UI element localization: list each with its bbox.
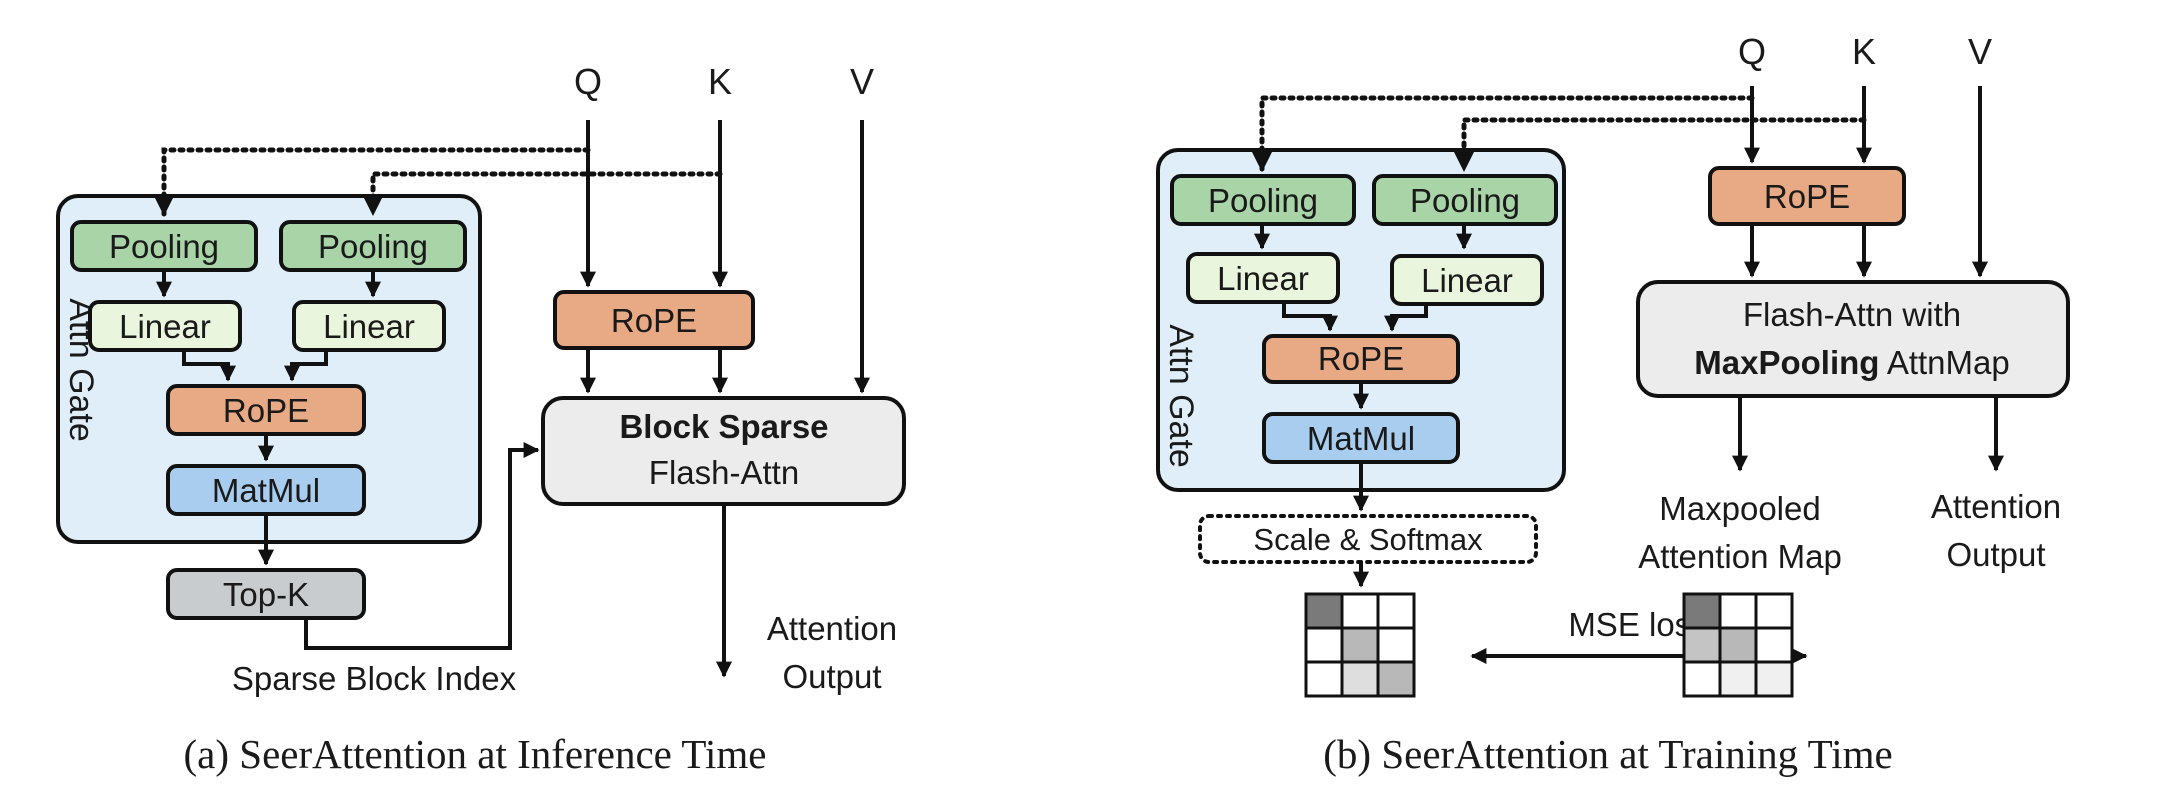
input-q-a: Q <box>574 61 602 102</box>
flash-attn-line1-b: Flash-Attn with <box>1743 296 1961 333</box>
topk-label-a: Top-K <box>223 576 309 613</box>
gate-matrix-cell <box>1340 592 1380 630</box>
input-k-a: K <box>708 61 732 102</box>
linear-right-label-a: Linear <box>323 308 415 345</box>
pooling-left-label-b: Pooling <box>1208 182 1318 219</box>
maxpool-matrix-cell <box>1682 592 1722 630</box>
gate-attention-matrix <box>1304 592 1416 698</box>
gate-matrix-cell <box>1376 660 1416 698</box>
maxpool-matrix-cell <box>1682 660 1722 698</box>
maxpool-matrix-cell <box>1754 592 1794 630</box>
linear-left-box-b <box>1186 252 1340 304</box>
input-q-b: Q <box>1738 31 1766 72</box>
rope-box-b <box>1708 166 1906 226</box>
arrow-linear-right-to-rope-a <box>284 350 328 382</box>
sparse-block-index-label-a: Sparse Block Index <box>232 660 517 697</box>
maxpool-matrix-cell <box>1718 660 1758 698</box>
input-v-a: V <box>850 61 874 102</box>
rope-box-a <box>553 290 755 350</box>
attention-output-line1-a: Attention <box>767 610 897 647</box>
gate-rope-label-a: RoPE <box>223 392 309 429</box>
flash-attn-line2-bold-b: MaxPooling <box>1694 344 1879 381</box>
gate-matrix-cell <box>1376 626 1416 664</box>
dotted-q-to-pool-left-b <box>1252 95 1755 173</box>
panel-a: Attn Gate Q K V Pooling Pooling Linear L… <box>56 61 906 777</box>
gate-matrix-cell <box>1304 592 1344 630</box>
attn-gate-label-b: Attn Gate <box>1162 324 1200 468</box>
topk-box-a <box>166 568 366 620</box>
gate-matrix-cell <box>1340 626 1380 664</box>
dotted-k-to-pool-right-b <box>1454 117 1867 173</box>
input-v-b: V <box>1968 31 1992 72</box>
flash-attn-box-b <box>1636 280 2070 398</box>
gate-matrix-cell <box>1304 660 1344 698</box>
maxpool-matrix-cell <box>1718 626 1758 664</box>
panel-b: Attn Gate Q K V Pooling Pooling Linear L… <box>1156 31 2070 777</box>
maxpooled-line1-b: Maxpooled <box>1659 490 1820 527</box>
input-k-b: K <box>1852 31 1876 72</box>
maxpool-matrix-cell <box>1754 626 1794 664</box>
gate-matrix-cell <box>1304 626 1344 664</box>
flash-attn-line2-a: Flash-Attn <box>649 454 799 491</box>
maxpool-matrix-cell <box>1754 660 1794 698</box>
dotted-q-to-pool-left-a <box>154 147 591 217</box>
linear-left-box-a <box>88 300 242 352</box>
caption-a: (a) SeerAttention at Inference Time <box>184 731 767 777</box>
matmul-label-b: MatMul <box>1307 420 1415 457</box>
flash-attn-line2-b: MaxPooling AttnMap <box>1694 344 2009 381</box>
softmax-box-b <box>1198 514 1538 564</box>
softmax-label-b: Scale & Softmax <box>1253 522 1483 557</box>
arrow-linear-right-to-rope-b <box>1384 304 1428 332</box>
attention-output-line1-b: Attention <box>1931 488 2061 525</box>
arrow-linear-left-to-rope-b <box>1282 302 1338 332</box>
matmul-label-a: MatMul <box>212 472 320 509</box>
maxpool-matrix-cell <box>1718 592 1758 630</box>
pooling-left-label-a: Pooling <box>109 228 219 265</box>
pooling-right-label-b: Pooling <box>1410 182 1520 219</box>
maxpool-matrix-cell <box>1682 626 1722 664</box>
maxpooled-attention-matrix <box>1682 592 1794 698</box>
linear-right-box-b <box>1390 254 1544 306</box>
dotted-k-to-pool-right-a <box>363 171 723 217</box>
maxpooled-line2-b: Attention Map <box>1638 538 1842 575</box>
gate-rope-label-b: RoPE <box>1318 340 1404 377</box>
attention-output-line2-b: Output <box>1946 536 2045 573</box>
attention-output-line2-a: Output <box>782 658 881 695</box>
linear-right-box-a <box>292 300 446 352</box>
linear-left-label-a: Linear <box>119 308 211 345</box>
rope-label-b: RoPE <box>1764 178 1850 215</box>
linear-left-label-b: Linear <box>1217 260 1309 297</box>
rope-label-a: RoPE <box>611 302 697 339</box>
flash-attn-line2-rest-b: AttnMap <box>1879 344 2009 381</box>
pooling-right-label-a: Pooling <box>318 228 428 265</box>
flash-attn-line1-a: Block Sparse <box>619 408 828 445</box>
caption-b: (b) SeerAttention at Training Time <box>1323 731 1892 777</box>
arrow-linear-left-to-rope-a <box>182 350 236 382</box>
linear-right-label-b: Linear <box>1421 262 1513 299</box>
arrow-topk-to-flash-a <box>304 442 540 650</box>
gate-matrix-cell <box>1376 592 1416 630</box>
gate-matrix-cell <box>1340 660 1380 698</box>
